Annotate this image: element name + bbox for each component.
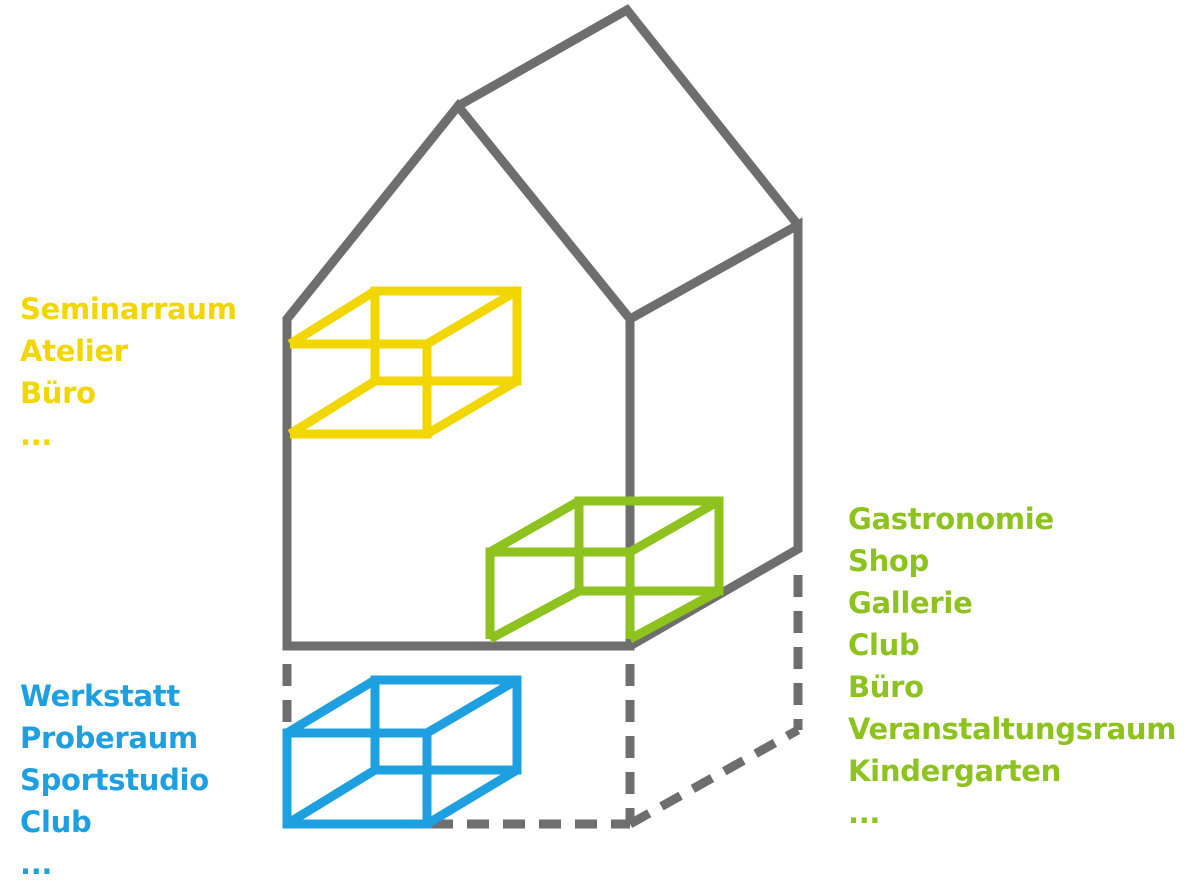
house-roof-ridge: [453, 4, 803, 230]
ground-cube-connectors: [487, 497, 722, 643]
basement-side-bottom-edge: [627, 726, 801, 828]
basement-use-item: Club: [20, 805, 92, 839]
ground-floor-cube: [485, 496, 724, 643]
ground-use-item: Gallerie: [848, 586, 973, 620]
upper-use-item: Büro: [20, 376, 96, 410]
basement-use-item: Sportstudio: [20, 763, 209, 797]
ground-use-item: Veranstaltungsraum: [848, 712, 1177, 746]
ground-floor-uses: Gastronomie Shop Gallerie Club Büro Vera…: [848, 498, 1176, 834]
upper-use-item: Seminarraum: [20, 292, 237, 326]
basement-use-item: Proberaum: [20, 721, 198, 755]
upper-floor-cube: [287, 286, 522, 439]
ground-use-item: Büro: [848, 670, 924, 704]
ground-use-item: Shop: [848, 544, 930, 578]
ground-use-item: Kindergarten: [848, 754, 1061, 788]
upper-cube-front-face: [290, 339, 432, 439]
basement-cube-connectors: [284, 676, 520, 828]
ground-use-item: Gastronomie: [848, 502, 1054, 536]
upper-floor-uses: Seminarraum Atelier Büro ...: [20, 288, 237, 456]
upper-cube-connectors: [287, 287, 520, 438]
house-side-face: [625, 217, 803, 651]
upper-use-item: ...: [20, 418, 53, 452]
basement-use-item: Werkstatt: [20, 679, 180, 713]
ground-use-item: ...: [848, 796, 881, 830]
basement-use-item: ...: [20, 847, 53, 881]
basement-cube: [282, 675, 522, 829]
upper-use-item: Atelier: [20, 334, 128, 368]
ground-cube-front-face: [485, 547, 635, 639]
basement-uses: Werkstatt Proberaum Sportstudio Club ...: [20, 675, 209, 885]
ground-use-item: Club: [848, 628, 920, 662]
house-front-face: [282, 98, 635, 651]
